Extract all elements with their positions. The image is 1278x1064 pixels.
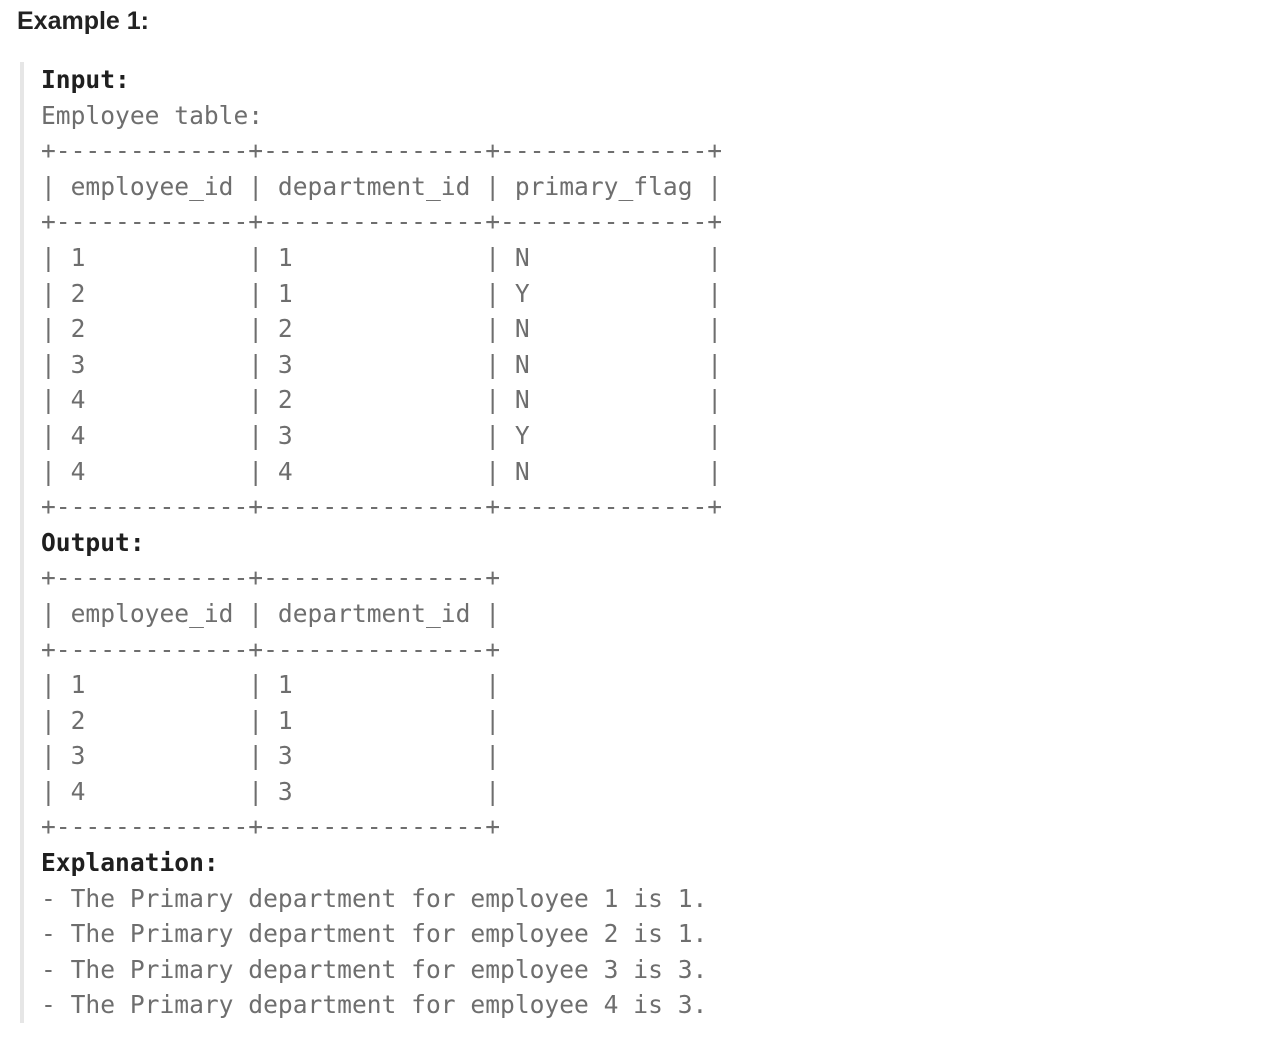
output-ascii-table: +-------------+---------------+ | employ… [41,563,501,842]
input-label: Input: [41,65,130,94]
input-table-caption: Employee table: [41,100,264,130]
output-label: Output: [41,527,145,557]
input-ascii-table: +-------------+---------------+---------… [41,136,723,522]
output-section: Output: +-------------+---------------+ … [41,525,1270,845]
explanation-text: - The Primary department for employee 1 … [41,883,708,1020]
input-section: Input: Employee table: +-------------+--… [41,62,1270,525]
explanation-section: Explanation: - The Primary department fo… [41,845,1270,1023]
example-blockquote: Input: Employee table: +-------------+--… [20,62,1270,1024]
example-heading: Example 1: [17,7,150,35]
explanation-label: Explanation: [41,848,219,878]
